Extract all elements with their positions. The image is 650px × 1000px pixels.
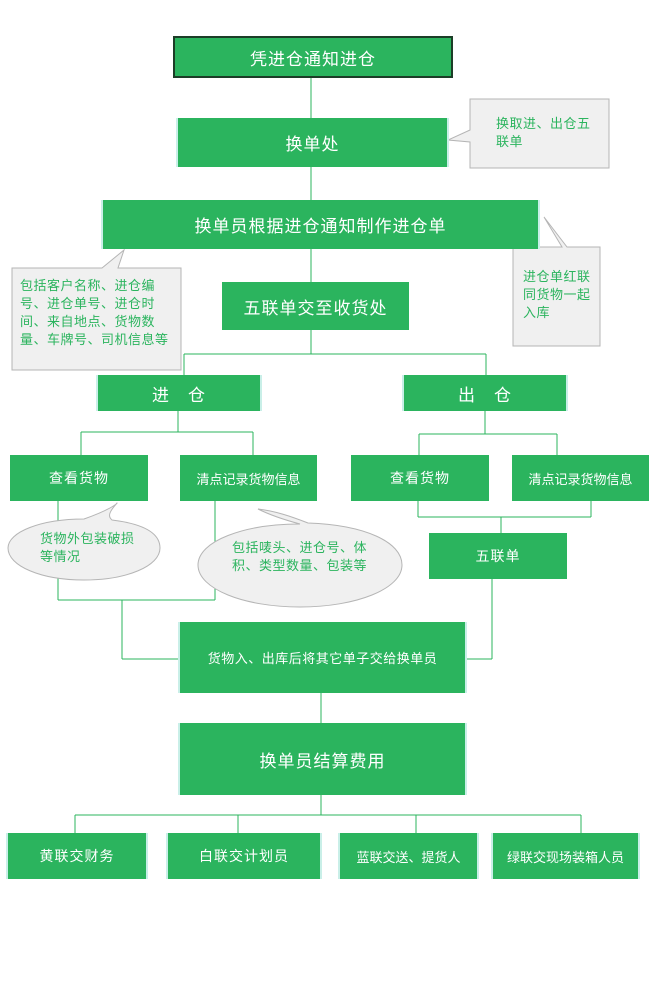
exchange-office-label: 换单处	[285, 135, 340, 155]
red-copy-note-text: 进仓单红联同货物一起入库	[523, 269, 593, 323]
out-count-record-label: 清点记录货物信息	[528, 472, 633, 488]
blue-copy-label: 蓝联交送、提货人	[356, 850, 461, 866]
start-node-label: 凭进仓通知进仓	[250, 49, 376, 70]
in-warehouse-node: 进 仓	[98, 375, 260, 411]
out-check-goods-node: 查看货物	[351, 455, 489, 501]
hand-over-node: 货物入、出库后将其它单子交给换单员	[180, 622, 465, 693]
out-warehouse-node: 出 仓	[404, 375, 566, 411]
in-warehouse-label: 进 仓	[152, 385, 206, 406]
green-copy-node: 绿联交现场装箱人员	[493, 833, 638, 879]
exchange-note-text: 换取进、出仓五联单	[496, 116, 594, 152]
red-copy-note: 进仓单红联同货物一起入库	[523, 270, 591, 321]
in-check-goods-node: 查看货物	[10, 455, 148, 501]
in-check-goods-label: 查看货物	[49, 471, 109, 487]
in-count-record-node: 清点记录货物信息	[180, 455, 317, 501]
form-content-note: 包括客户名称、进仓编号、进仓单号、进仓时间、来自地点、货物数量、车牌号、司机信息…	[20, 279, 169, 348]
note-callout-shape	[446, 98, 610, 169]
hand-over-label: 货物入、出库后将其它单子交给换单员	[207, 652, 438, 667]
deliver-label: 五联单交至收货处	[243, 298, 388, 319]
form-content-note-text: 包括客户名称、进仓编号、进仓单号、进仓时间、来自地点、货物数量、车牌号、司机信息…	[20, 278, 172, 350]
note-callout-shape	[7, 502, 161, 581]
note-callout-shape	[197, 508, 403, 608]
settle-fees-node: 换单员结算费用	[180, 723, 465, 795]
white-copy-label: 白联交计划员	[199, 849, 289, 865]
make-form-node: 换单员根据进仓通知制作进仓单	[103, 200, 538, 249]
blue-copy-node: 蓝联交送、提货人	[340, 833, 477, 879]
out-warehouse-label: 出 仓	[458, 385, 512, 406]
packaging-note-text: 货物外包装破损等情况	[40, 531, 140, 567]
white-copy-node: 白联交计划员	[168, 833, 320, 879]
green-copy-label: 绿联交现场装箱人员	[506, 850, 624, 866]
note-callout-shape	[512, 216, 601, 347]
record-detail-note: 包括唛头、进仓号、体积、类型数量、包装等	[232, 541, 368, 574]
yellow-copy-node: 黄联交财务	[8, 833, 146, 879]
five-copy-form-label: 五联单	[475, 549, 521, 565]
deliver-node: 五联单交至收货处	[222, 282, 409, 330]
exchange-office-node: 换单处	[178, 118, 447, 167]
five-copy-form-node: 五联单	[429, 533, 567, 579]
out-count-record-node: 清点记录货物信息	[512, 455, 649, 501]
yellow-copy-label: 黄联交财务	[39, 849, 115, 865]
make-form-label: 换单员根据进仓通知制作进仓单	[194, 217, 447, 237]
in-count-record-label: 清点记录货物信息	[196, 472, 301, 488]
record-detail-note-text: 包括唛头、进仓号、体积、类型数量、包装等	[232, 540, 390, 576]
exchange-note: 换取进、出仓五联单	[496, 117, 591, 150]
note-callout-shape	[11, 248, 182, 371]
settle-fees-label: 换单员结算费用	[259, 751, 386, 772]
packaging-note: 货物外包装破损等情况	[40, 532, 135, 565]
out-check-goods-label: 查看货物	[390, 471, 450, 487]
start-node: 凭进仓通知进仓	[173, 36, 453, 78]
